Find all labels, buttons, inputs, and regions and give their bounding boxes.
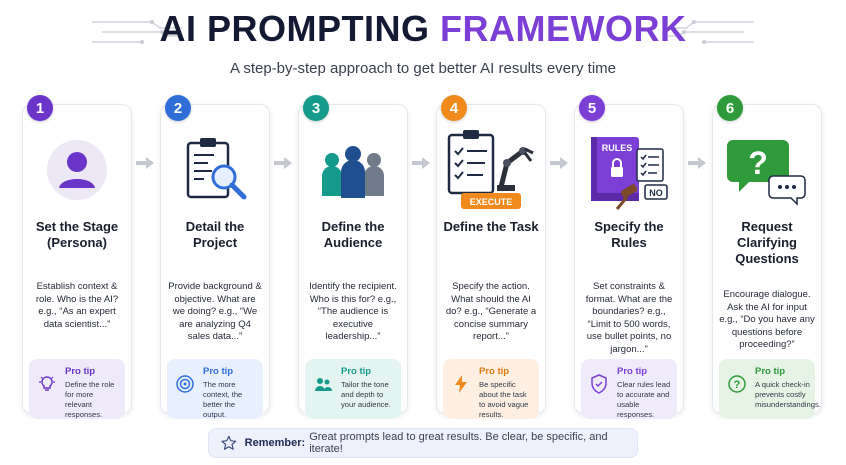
page-subtitle: A step-by-step approach to get better AI… <box>229 60 617 77</box>
step-number-badge: 3 <box>303 95 329 121</box>
step-description: Set constraints & format. What are the b… <box>585 281 673 355</box>
step-description: Establish context & role. Who is the AI?… <box>35 281 119 330</box>
pro-tip-text: Define the role for more relevant respon… <box>65 380 115 419</box>
title-main: AI PROMPTING <box>159 8 430 49</box>
pro-tip-label: Pro tip <box>203 366 234 377</box>
remember-text: Great prompts lead to great results. Be … <box>309 431 608 455</box>
step-card-3: 3 Define the Audience Identify the recip… <box>298 95 408 419</box>
pro-tip-box: Pro tip Clear rules lead to accurate and… <box>581 359 677 419</box>
rules-book-label: RULES <box>602 143 633 153</box>
pro-tip-box: Pro tip Tailor the tone and depth to you… <box>305 359 401 419</box>
page-title: AI PROMPTING FRAMEWORK <box>0 8 846 50</box>
circuit-decoration-left <box>92 20 182 44</box>
target-icon <box>176 375 194 393</box>
steps-row: 1 Set the Stage (Persona) Establish cont… <box>22 92 828 419</box>
arrow-right-icon <box>274 157 292 169</box>
title-accent: FRAMEWORK <box>440 8 687 49</box>
star-icon <box>221 435 237 450</box>
pro-tip-text: A quick check-in prevents costly misunde… <box>755 380 821 409</box>
pro-tip-box: Pro tip Be specific about the task to av… <box>443 359 539 419</box>
pro-tip-text: Be specific about the task to avoid vagu… <box>479 380 529 419</box>
arrow-right-icon <box>550 157 568 169</box>
step-description: Encourage dialogue. Ask the AI for input… <box>719 289 815 350</box>
pro-tip-label: Pro tip <box>341 366 372 377</box>
pro-tip-label: Pro tip <box>617 366 648 377</box>
audience-group-icon <box>299 125 407 215</box>
step-description: Identify the recipient. Who is this for?… <box>309 281 397 342</box>
pro-tip-text: The more context, the better the output. <box>203 380 243 419</box>
arrow-right-icon <box>136 157 154 169</box>
step-title: Specify the Rules <box>594 219 664 250</box>
pro-tip-box: ? Pro tip A quick check-in prevents cost… <box>719 359 821 419</box>
clipboard-magnifier-icon <box>161 125 269 215</box>
step-card-6: 6 ? Request Clarifying Questions Encoura… <box>712 95 822 419</box>
step-number-badge: 1 <box>27 95 53 121</box>
pro-tip-text: Clear rules lead to accurate and usable … <box>617 380 671 419</box>
lightbulb-icon <box>39 376 55 391</box>
step-description: Specify the action. What should the AI d… <box>445 281 537 342</box>
step-title: Detail the Project <box>185 219 245 250</box>
step-card-5: 5 RULES NO Specify the R <box>574 95 684 419</box>
step-number-badge: 5 <box>579 95 605 121</box>
remember-banner: Remember: Great prompts lead to great re… <box>208 428 638 458</box>
lightning-icon <box>455 375 467 393</box>
step-card-4: 4 EXECUTE Define the Task Specify the <box>436 95 546 419</box>
pro-tip-box: Pro tip Define the role for more relevan… <box>29 359 125 419</box>
shield-check-icon <box>591 374 607 394</box>
arrow-right-icon <box>688 157 706 169</box>
people-icon <box>315 378 332 391</box>
step-card-1: 1 Set the Stage (Persona) Establish cont… <box>22 95 132 419</box>
checklist-robot-arm-icon: EXECUTE <box>437 125 545 215</box>
svg-text:?: ? <box>734 379 741 391</box>
question-chat-icon: ? <box>713 125 821 215</box>
step-title: Define the Task <box>443 219 539 234</box>
pro-tip-text: Tailor the tone and depth to your audien… <box>341 380 391 409</box>
pro-tip-box: Pro tip The more context, the better the… <box>167 359 263 419</box>
step-number-badge: 4 <box>441 95 467 121</box>
no-sign-label: NO <box>649 188 663 198</box>
rulebook-gavel-icon: RULES NO <box>575 125 683 215</box>
persona-avatar-icon <box>23 125 131 215</box>
step-number-badge: 6 <box>717 95 743 121</box>
execute-badge: EXECUTE <box>470 197 513 207</box>
step-title: Define the Audience <box>321 219 385 250</box>
pro-tip-label: Pro tip <box>755 366 786 377</box>
step-title: Request Clarifying Questions <box>735 219 799 266</box>
step-title: Set the Stage (Persona) <box>35 219 119 250</box>
question-circle-icon: ? <box>728 375 746 393</box>
remember-label: Remember: <box>244 437 306 449</box>
arrow-right-icon <box>412 157 430 169</box>
step-number-badge: 2 <box>165 95 191 121</box>
pro-tip-label: Pro tip <box>479 366 510 377</box>
svg-text:?: ? <box>748 145 768 181</box>
step-description: Provide background & objective. What are… <box>168 281 262 342</box>
circuit-decoration-right <box>664 20 754 44</box>
step-card-2: 2 Detail the Project Provide background … <box>160 95 270 419</box>
pro-tip-label: Pro tip <box>65 366 96 377</box>
